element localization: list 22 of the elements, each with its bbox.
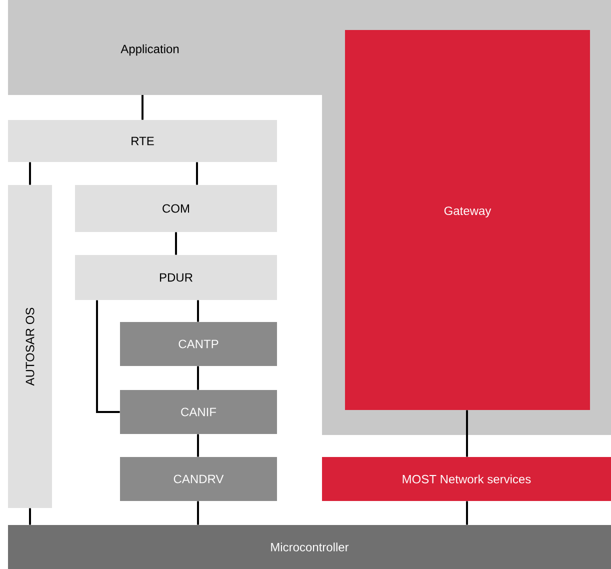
connector-line — [197, 434, 199, 457]
connector-line — [196, 162, 198, 185]
connector-line — [197, 501, 199, 525]
connector-line — [197, 300, 199, 322]
layer-box: RTE — [8, 120, 277, 162]
connector-line — [29, 162, 31, 185]
connector-line — [466, 410, 468, 457]
module-box: CANTP — [120, 322, 277, 366]
module-box: CANDRV — [120, 457, 277, 501]
microcontroller-bar: Microcontroller — [8, 525, 611, 569]
connector-line — [142, 95, 144, 120]
module-box: COM — [75, 185, 277, 232]
connector-line — [96, 300, 120, 413]
connector-line — [197, 366, 199, 390]
module-box: PDUR — [75, 255, 277, 300]
layer-box: AUTOSAR OS — [8, 185, 52, 508]
gateway-box: Gateway — [345, 30, 590, 410]
connector-line — [466, 501, 468, 525]
connector-line — [175, 232, 177, 255]
services-bar: MOST Network services — [322, 457, 611, 501]
module-box: CANIF — [120, 390, 277, 434]
connector-line — [29, 508, 31, 525]
